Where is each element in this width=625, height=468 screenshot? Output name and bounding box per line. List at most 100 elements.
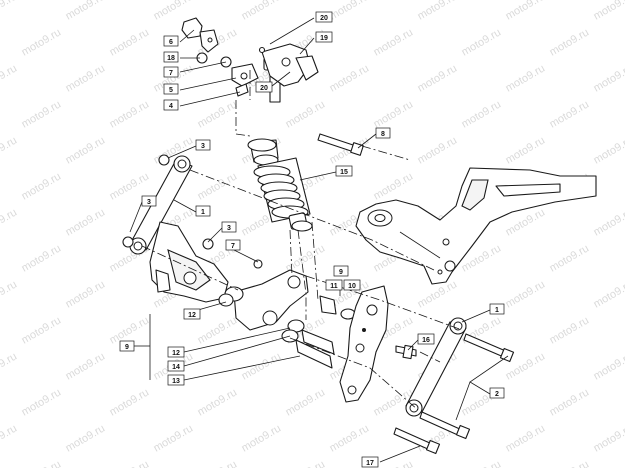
- svg-text:3: 3: [147, 199, 151, 206]
- watermark-text: moto9.ru: [592, 350, 625, 382]
- watermark-text: moto9.ru: [20, 26, 64, 58]
- callout-9-right: 9: [333, 265, 349, 277]
- watermark-text: moto9.ru: [20, 170, 64, 202]
- callout-14: 14: [167, 360, 185, 372]
- top-hardware: [181, 17, 266, 97]
- svg-text:7: 7: [231, 243, 235, 250]
- watermark-text: moto9.ru: [416, 134, 460, 166]
- watermark-text: moto9.ru: [240, 422, 284, 454]
- svg-text:6: 6: [169, 39, 173, 46]
- watermark-text: moto9.ru: [240, 350, 284, 382]
- callout-8: 8: [375, 127, 391, 139]
- watermark-text: moto9.ru: [20, 386, 64, 418]
- watermark-text: moto9.ru: [284, 458, 328, 468]
- svg-text:1: 1: [201, 209, 205, 216]
- svg-text:11: 11: [330, 283, 338, 290]
- callout-4: 4: [163, 99, 179, 111]
- svg-text:5: 5: [169, 87, 173, 94]
- frame-section: [355, 167, 597, 285]
- watermark-text: moto9.ru: [108, 386, 152, 418]
- watermark-text: moto9.ru: [548, 242, 592, 274]
- watermark-text: moto9.ru: [108, 458, 152, 468]
- watermark-text: moto9.ru: [548, 386, 592, 418]
- svg-text:7: 7: [169, 70, 173, 77]
- svg-text:3: 3: [227, 225, 231, 232]
- svg-text:13: 13: [172, 378, 180, 385]
- watermark-text: moto9.ru: [416, 0, 460, 23]
- svg-text:17: 17: [366, 460, 374, 467]
- svg-text:3: 3: [201, 143, 205, 150]
- watermark-text: moto9.ru: [0, 350, 19, 382]
- svg-text:18: 18: [167, 55, 175, 62]
- watermark-text: moto9.ru: [0, 0, 19, 23]
- watermark-text: moto9.ru: [328, 0, 372, 23]
- bolt-17: [393, 427, 441, 455]
- svg-text:20: 20: [320, 15, 328, 22]
- bolts-2: [419, 333, 515, 440]
- svg-text:14: 14: [172, 364, 180, 371]
- watermark-text: moto9.ru: [592, 0, 625, 23]
- callout-20-top: 20: [315, 11, 333, 23]
- watermark-text: moto9.ru: [592, 134, 625, 166]
- svg-text:15: 15: [340, 169, 348, 176]
- watermark-text: moto9.ru: [284, 386, 328, 418]
- swingarm-body: [149, 221, 263, 303]
- callout-10: 10: [343, 279, 361, 291]
- watermark-text: moto9.ru: [504, 134, 548, 166]
- callout-layer: 6 18 7 5 4 20 19 20 8 3 15 3 1 3 7 9 11 …: [119, 11, 505, 468]
- left-link-arm: [122, 154, 193, 255]
- callout-18: 18: [163, 51, 179, 63]
- watermark-text: moto9.ru: [548, 458, 592, 468]
- rocker-link: [218, 269, 335, 369]
- callout-3-left: 3: [141, 195, 157, 207]
- lower-knuckle: [339, 285, 389, 403]
- watermark-text: moto9.ru: [284, 98, 328, 130]
- svg-text:2: 2: [495, 391, 499, 398]
- callout-19: 19: [315, 31, 333, 43]
- bolt-16: [395, 344, 417, 360]
- watermark-text: moto9.ru: [240, 0, 284, 23]
- watermark-text: moto9.ru: [328, 422, 372, 454]
- watermark-text: moto9.ru: [328, 62, 372, 94]
- watermark-text: moto9.ru: [64, 0, 108, 23]
- callout-3-mid: 3: [221, 221, 237, 233]
- callout-3-upper: 3: [195, 139, 211, 151]
- callout-15: 15: [335, 165, 353, 177]
- watermark-text: moto9.ru: [20, 458, 64, 468]
- callout-9-left: 9: [119, 340, 135, 352]
- svg-text:1: 1: [495, 307, 499, 314]
- watermark-text: moto9.ru: [460, 458, 504, 468]
- watermark-text: moto9.ru: [460, 98, 504, 130]
- watermark-text: moto9.ru: [372, 170, 416, 202]
- watermark-text: moto9.ru: [0, 134, 19, 166]
- right-link-arm: [405, 317, 467, 417]
- callout-5: 5: [163, 83, 179, 95]
- watermark-text: moto9.ru: [20, 314, 64, 346]
- watermark-text: moto9.ru: [64, 134, 108, 166]
- callout-1-right: 1: [489, 303, 505, 315]
- watermark-text: moto9.ru: [152, 0, 196, 23]
- callout-12-lower: 12: [167, 346, 185, 358]
- callout-2: 2: [489, 387, 505, 399]
- watermark-text: moto9.ru: [0, 206, 19, 238]
- svg-text:20: 20: [260, 85, 268, 92]
- watermark-text: moto9.ru: [592, 422, 625, 454]
- watermark-text: moto9.ru: [504, 62, 548, 94]
- svg-text:4: 4: [169, 103, 173, 110]
- watermark-text: moto9.ru: [20, 98, 64, 130]
- svg-text:8: 8: [381, 131, 385, 138]
- watermark-text: moto9.ru: [0, 278, 19, 310]
- watermark-text: moto9.ru: [64, 350, 108, 382]
- svg-text:10: 10: [348, 283, 356, 290]
- watermark-text: moto9.ru: [108, 98, 152, 130]
- leader-lines: [129, 17, 509, 463]
- callout-16: 16: [417, 333, 435, 345]
- shock-spring: [253, 165, 309, 219]
- watermark-text: moto9.ru: [196, 314, 240, 346]
- callout-6: 6: [163, 35, 179, 47]
- bolt-8: [317, 133, 364, 156]
- svg-text:9: 9: [339, 269, 343, 276]
- watermark-text: moto9.ru: [108, 26, 152, 58]
- watermark-text: moto9.ru: [592, 278, 625, 310]
